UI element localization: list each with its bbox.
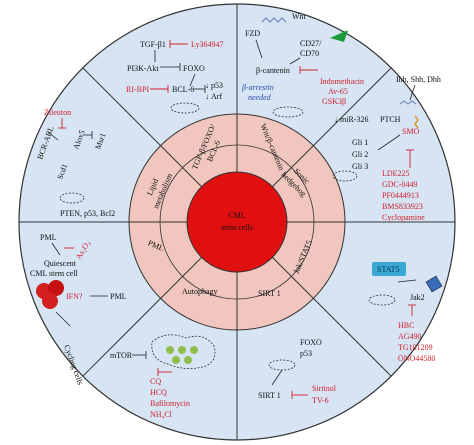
autophagosome-icon: [151, 334, 216, 369]
pi3k-akt-label: PI3K-Akt: [127, 64, 159, 73]
center-label-line1: CML: [228, 211, 245, 220]
auto-drug-3: Bafilomycin: [150, 399, 190, 408]
quiescent-label: Quiescent: [44, 259, 77, 268]
mir326-label: miR-326: [340, 115, 368, 124]
jak-drug-3: TG101209: [398, 343, 433, 352]
auto-drug-4: NH₄Cl: [150, 410, 173, 419]
pten-label: PTEN, p53, Bcl2: [60, 209, 115, 218]
hh-drug-1: LDE225: [382, 169, 410, 178]
gli3-label: Gli 3: [352, 162, 368, 171]
dna-loop-icon: [272, 106, 304, 118]
auto-drug-2: HCQ: [150, 388, 167, 397]
stat5-box: [372, 262, 406, 276]
foxo-label: FOXO: [183, 64, 205, 73]
sector-dividers: [19, 4, 455, 440]
hh-ligands-label: Ihh, Shh, Dhh: [396, 75, 441, 84]
jak-drug-4: ONO44580: [398, 354, 435, 363]
jak-receptor-icon: [425, 275, 443, 293]
dna-loop-icon: [368, 294, 396, 306]
foxo-label: FOXO: [300, 338, 322, 347]
wnt-panel: Wnt FZD CD27/ CD70 β-cantenin β-arrestin…: [241, 12, 364, 118]
tgfb1-label: TGF-β1: [140, 40, 166, 49]
hh-drug-2: GDC-0449: [382, 180, 418, 189]
p53-label: p53: [300, 349, 312, 358]
red-cell-icon: [42, 293, 58, 309]
zileuton-label: Zileuton: [44, 108, 71, 117]
ri-bpi-label: RI-BPI: [126, 85, 149, 94]
green-arrow-icon: [330, 30, 348, 42]
indomethacin-label: Indomethacin: [320, 77, 364, 86]
pml2-label: PML: [110, 292, 127, 301]
bcl6-label: BCL-6: [172, 85, 194, 94]
ly364947-label: Ly364947: [191, 40, 223, 49]
fzd-label: FZD: [245, 29, 260, 38]
fzd-receptor-icon: [261, 17, 287, 23]
dna-loop-icon: [170, 102, 200, 114]
sirt-panel: FOXO p53 SIRT 1 Sirtinol TV-6: [258, 338, 337, 405]
av65-label: Av-65: [328, 87, 348, 96]
arf-label: Arf: [211, 92, 222, 101]
cd27-label: CD27/: [300, 39, 322, 48]
sirtinol-label: Sirtinol: [312, 384, 337, 393]
dna-loop-icon: [59, 192, 85, 204]
sector-label-autophagy: Autophagy: [182, 287, 218, 296]
beta-arrestin-needed-label: needed: [248, 93, 272, 102]
wnt-label: Wnt: [292, 12, 307, 21]
svg-text:↓: ↓: [334, 115, 338, 124]
tv6-label: TV-6: [312, 396, 329, 405]
gsk3b-label: GSK3β: [322, 97, 346, 106]
svg-text:↓: ↓: [205, 92, 209, 101]
center-label-line2: stem cells: [221, 223, 253, 232]
smo-label: SMO: [402, 127, 420, 136]
vesicle-icon: [178, 346, 186, 354]
hh-drug-5: Cyclopamine: [382, 213, 425, 222]
hh-drug-4: BMS833923: [382, 202, 423, 211]
p53-label: p53: [211, 81, 223, 90]
vesicle-icon: [184, 356, 192, 364]
gli1-label: Gli 1: [352, 138, 368, 147]
smo-receptor-icon: [414, 115, 419, 129]
vesicle-icon: [166, 346, 174, 354]
vesicle-icon: [190, 346, 198, 354]
svg-text:↓: ↓: [205, 81, 209, 90]
hedgehog-panel: Ihh, Shh, Dhh PTCH miR-326 ↓ SMO Gli 1 G…: [332, 75, 441, 222]
jak-drug-1: HBC: [398, 321, 414, 330]
jak2-label: Jak2: [410, 293, 425, 302]
beta-arrestin-label: β-arrestin: [241, 83, 274, 92]
ptch-receptor-icon: [399, 100, 417, 105]
gli2-label: Gli 2: [352, 150, 368, 159]
jak-drug-2: AG490: [398, 332, 422, 341]
beta-catenin-label: β-cantenin: [256, 66, 290, 75]
red-cell-icon: [48, 280, 64, 296]
ptch-label: PTCH: [380, 115, 401, 124]
sector-label-sirt: SIRT 1: [258, 289, 281, 298]
quiescent-cell-label: CML stem cell: [30, 269, 78, 278]
stat5-label: STAT5: [377, 265, 399, 274]
hh-drug-3: PF0444913: [382, 191, 419, 200]
dna-loop-icon: [332, 170, 358, 182]
sirt1-label: SIRT 1: [258, 391, 281, 400]
jak-panel: STAT5 Jak2 HBC AG490 TG101209 ONO44580: [368, 262, 443, 363]
autophagy-panel: mTOR CQ HCQ Bafilomycin NH₄Cl: [110, 334, 216, 419]
mtor-label: mTOR: [110, 351, 133, 360]
tgf-panel: TGF-β1 Ly364947 PI3K-Akt FOXO RI-BPI BCL…: [126, 40, 223, 114]
cd70-label: CD70: [300, 49, 319, 58]
auto-drug-1: CQ: [150, 377, 161, 386]
center-circle: [186, 171, 288, 273]
ifn-label: IFN?: [66, 292, 83, 301]
vesicle-icon: [172, 356, 180, 364]
pml-label: PML: [40, 233, 57, 242]
